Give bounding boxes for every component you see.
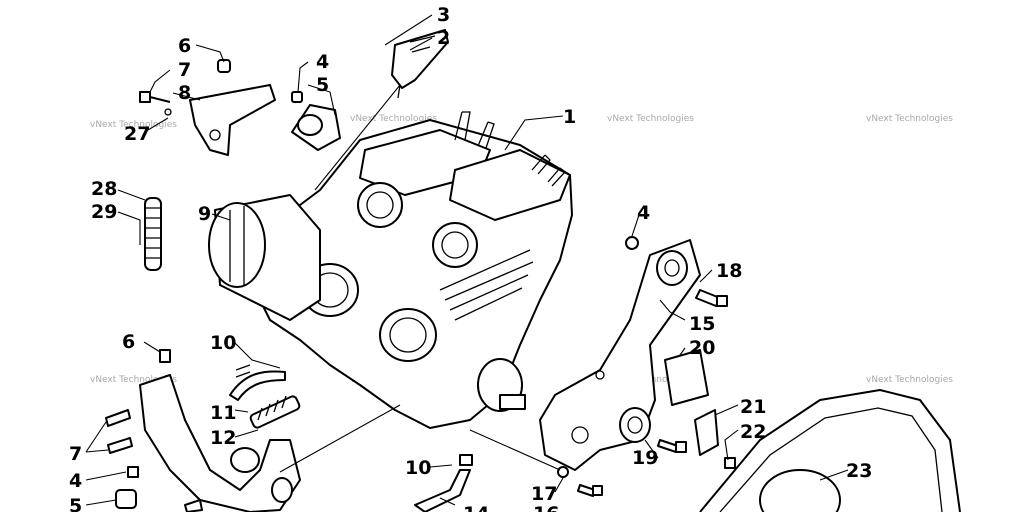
callout-9[interactable]: 9 xyxy=(198,203,211,225)
bolt-hardware xyxy=(557,236,728,497)
callout-8[interactable]: 8 xyxy=(178,82,191,104)
watermark: vNext Technologies xyxy=(90,375,177,385)
callout-6[interactable]: 6 xyxy=(178,35,191,57)
callout-22[interactable]: 22 xyxy=(740,421,766,443)
callout-5[interactable]: 5 xyxy=(69,495,82,512)
callout-14[interactable]: 14 xyxy=(463,503,489,512)
callout-10[interactable]: 10 xyxy=(210,332,236,354)
callout-15[interactable]: 15 xyxy=(689,313,715,335)
lower-mount-bracket xyxy=(105,349,301,512)
leader-lines xyxy=(85,14,849,506)
upper-bracket xyxy=(189,84,276,156)
callout-3[interactable]: 3 xyxy=(437,4,450,26)
callout-6[interactable]: 6 xyxy=(122,331,135,353)
callout-2[interactable]: 2 xyxy=(437,27,450,49)
callout-5[interactable]: 5 xyxy=(316,74,329,96)
callout-21[interactable]: 21 xyxy=(740,396,766,418)
watermark: vNext Technologies xyxy=(866,375,953,385)
callout-12[interactable]: 12 xyxy=(210,427,236,449)
callout-16[interactable]: 16 xyxy=(533,503,559,512)
callout-7[interactable]: 7 xyxy=(69,443,82,465)
watermark: vNext Technologies xyxy=(866,114,953,124)
starter-handle xyxy=(391,29,449,99)
callout-4[interactable]: 4 xyxy=(69,470,82,492)
callout-7[interactable]: 7 xyxy=(178,59,191,81)
callout-28[interactable]: 28 xyxy=(91,178,117,200)
hardware-upper xyxy=(139,59,303,116)
mount-plate xyxy=(539,239,701,471)
callouts: 1 2 3 4 5 6 7 8 27 28 29 9 4 18 15 20 21… xyxy=(69,4,872,512)
callout-29[interactable]: 29 xyxy=(91,201,117,223)
callout-1[interactable]: 1 xyxy=(563,106,576,128)
drive-belt xyxy=(699,389,961,512)
callout-4[interactable]: 4 xyxy=(316,51,329,73)
callout-27[interactable]: 27 xyxy=(124,123,150,145)
callout-20[interactable]: 20 xyxy=(689,337,715,359)
callout-10[interactable]: 10 xyxy=(405,457,431,479)
callout-4[interactable]: 4 xyxy=(637,202,650,224)
callout-18[interactable]: 18 xyxy=(716,260,742,282)
recoil-starter xyxy=(208,194,321,321)
watermark: vNext Technologies xyxy=(350,114,437,124)
callout-23[interactable]: 23 xyxy=(846,460,872,482)
fuel-hoses xyxy=(229,364,473,512)
callout-19[interactable]: 19 xyxy=(632,447,658,469)
watermark: vNext Technologies xyxy=(607,114,694,124)
watermark: vNext Technologies xyxy=(90,120,177,130)
callout-11[interactable]: 11 xyxy=(210,402,236,424)
rubber-damper xyxy=(664,349,736,469)
engine-mount-upper xyxy=(291,104,341,151)
callout-17[interactable]: 17 xyxy=(531,483,557,505)
spring-set xyxy=(144,197,162,271)
